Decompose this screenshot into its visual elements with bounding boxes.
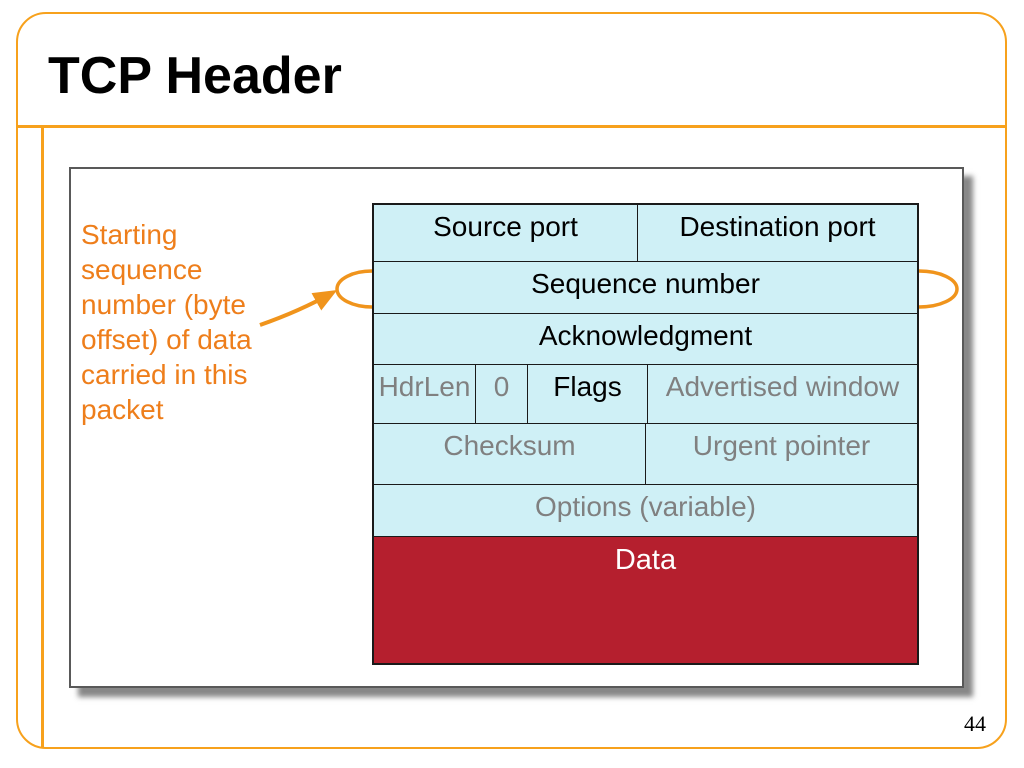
table-row: Options (variable)	[374, 484, 917, 536]
field-hdrlen: HdrLen	[378, 371, 471, 402]
table-row: Source port Destination port	[374, 205, 917, 261]
table-row: Sequence number	[374, 261, 917, 313]
field-reserved-zero: 0	[475, 365, 527, 423]
field-sequence-number: Sequence number	[531, 268, 760, 299]
field-advertised-window: Advertised window	[647, 365, 917, 423]
table-row: Acknowledgment	[374, 313, 917, 364]
left-accent-line	[41, 126, 44, 748]
field-data: Data	[614, 544, 677, 576]
caption-text: Starting sequence number (byte offset) o…	[81, 219, 252, 425]
field-source-port: Source port	[433, 211, 578, 242]
slide-border-frame	[16, 12, 1007, 749]
table-row: HdrLen 0 Flags Advertised window	[374, 364, 917, 423]
field-checksum: Checksum	[443, 430, 576, 461]
page-number: 44	[964, 711, 986, 736]
field-destination-port: Destination port	[637, 205, 917, 261]
tcp-header-diagram: Source port Destination port Sequence nu…	[372, 203, 919, 665]
field-options: Options (variable)	[535, 491, 756, 522]
field-urgent-pointer: Urgent pointer	[645, 424, 917, 484]
table-row: Data	[374, 536, 917, 663]
page-title: TCP Header	[48, 47, 342, 105]
field-acknowledgment: Acknowledgment	[538, 320, 753, 351]
field-flags: Flags	[527, 365, 647, 423]
title-separator-line	[16, 125, 1007, 128]
table-row: Checksum Urgent pointer	[374, 423, 917, 484]
